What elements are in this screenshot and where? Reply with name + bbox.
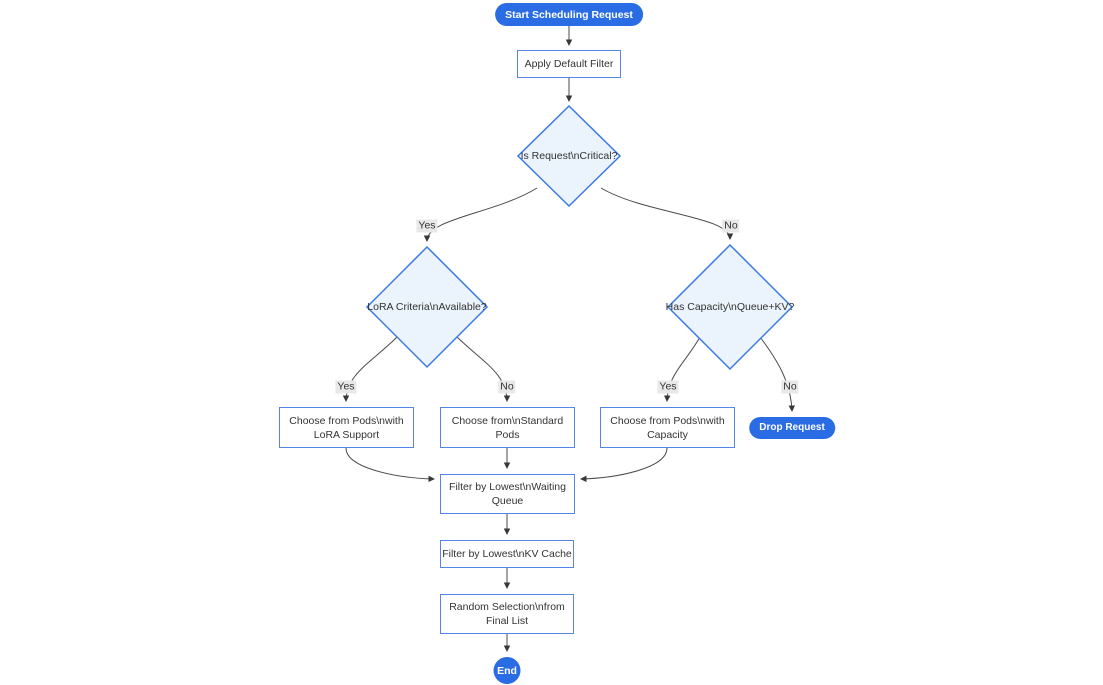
choose-pods-capacity-line1: Choose from Pods\nwith [610, 414, 725, 427]
apply-default-filter-node: Apply Default Filter [517, 50, 621, 78]
decision-has-capacity-label: Has Capacity\nQueue+KV? [665, 301, 795, 313]
edge-lora-pods-to-filter [345, 447, 435, 483]
choose-pods-lora-node: Choose from Pods\nwith LoRA Support [279, 407, 414, 448]
choose-pods-lora-line1: Choose from Pods\nwith [289, 414, 404, 427]
edge-label-capacity-yes: Yes [657, 380, 679, 394]
edge-critical-no [600, 187, 734, 240]
random-selection-line2: Final List [485, 615, 528, 627]
decision-lora-criteria-label: LoRA Criteria\nAvailable? [367, 301, 487, 313]
choose-standard-pods-node: Choose from\nStandard Pods [440, 407, 575, 448]
filter-waiting-queue-line2: Queue [491, 495, 524, 507]
end-node-label: End [497, 664, 517, 677]
choose-standard-pods-line2: Pods [495, 428, 520, 441]
edge-critical-yes [423, 187, 538, 242]
decision-is-request-critical-shape [516, 104, 622, 208]
edge-capacity-no [759, 336, 796, 412]
drop-request-label: Drop Request [759, 422, 825, 433]
decision-is-request-critical-label: Is Request\nCritical? [520, 150, 618, 162]
choose-pods-capacity-node: Choose from Pods\nwith Capacity [600, 407, 735, 448]
choose-pods-capacity-line2: Capacity [647, 428, 688, 441]
edge-capacity-yes [663, 336, 701, 402]
edge-label-lora-yes: Yes [335, 380, 357, 394]
start-node: Start Scheduling Request [495, 3, 643, 26]
end-node: End [493, 657, 521, 684]
decision-has-capacity-shape [666, 243, 794, 371]
drop-request-node: Drop Request [749, 417, 835, 439]
filter-waiting-queue-line1: Filter by Lowest\nWaiting [449, 481, 566, 493]
edge-label-critical-yes: Yes [416, 219, 438, 233]
filter-kv-cache-label: Filter by Lowest\nKV Cache [442, 548, 572, 560]
apply-default-filter-label: Apply Default Filter [524, 58, 614, 70]
decision-lora-criteria-shape [365, 245, 489, 369]
choose-pods-lora-line2: LoRA Support [313, 428, 380, 441]
edge-label-capacity-no: No [781, 380, 799, 394]
edge-capacity-pods-to-filter [580, 447, 668, 483]
edge-label-critical-no: No [722, 219, 740, 233]
random-selection-line1: Random Selection\nfrom [449, 601, 565, 613]
start-node-label: Start Scheduling Request [505, 8, 633, 21]
edge-label-lora-no: No [498, 380, 516, 394]
choose-standard-pods-line1: Choose from\nStandard [451, 414, 564, 427]
filter-kv-cache-node: Filter by Lowest\nKV Cache [440, 540, 574, 568]
random-selection-node: Random Selection\nfrom Final List [440, 594, 574, 634]
filter-waiting-queue-node: Filter by Lowest\nWaiting Queue [440, 474, 575, 514]
